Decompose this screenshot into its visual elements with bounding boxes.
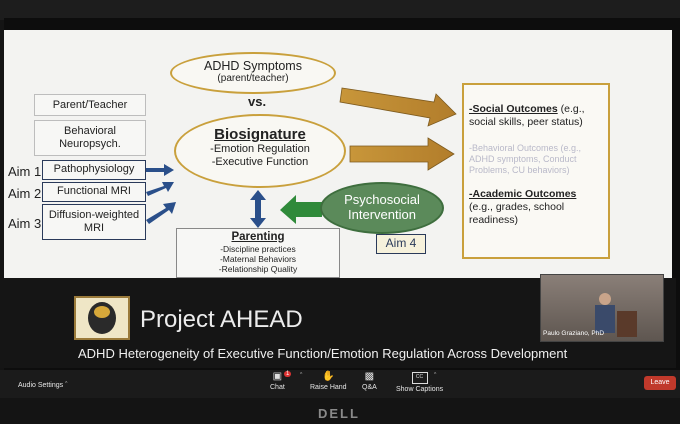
symptoms-title: ADHD Symptoms (204, 59, 302, 73)
vs-label: vs. (248, 94, 267, 109)
chat-badge: 1 (284, 371, 292, 377)
aim1-label: Aim 1 (8, 164, 42, 179)
dell-logo: DELL (318, 406, 360, 421)
parenting-box: Parenting -Discipline practices -Materna… (176, 228, 340, 278)
behavioral-outcomes-line2: ADHD symptoms, Conduct (469, 154, 577, 164)
chevron-up-icon[interactable]: ˆ (65, 382, 68, 389)
intervention-line2: Intervention (348, 207, 416, 222)
raise-hand-button[interactable]: ✋ Raise Hand (310, 371, 347, 392)
intervention-oval: Psychosocial Intervention (320, 182, 444, 234)
chevron-up-icon: ˆ (434, 373, 437, 380)
parent-teacher-box: Parent/Teacher (34, 94, 146, 116)
chat-options-chevron[interactable]: ˆ (300, 373, 302, 380)
arrow-aim3 (146, 202, 176, 224)
behavioral-outcomes: -Behavioral Outcomes (e.g., ADHD symptom… (469, 143, 603, 176)
shared-slide: ADHD Symptoms (parent/teacher) vs. Biosi… (4, 30, 672, 278)
parenting-title: Parenting (231, 231, 285, 243)
speaker-name: Paulo Graziano, PhD (543, 330, 605, 337)
slide-arrows (146, 87, 457, 228)
academic-outcomes-title: -Academic Outcomes (469, 188, 577, 200)
hand-icon: ✋ (322, 371, 335, 382)
academic-outcomes: -Academic Outcomes (e.g., grades, school… (469, 188, 603, 227)
behavioral-outcomes-line1: -Behavioral Outcomes (e.g., (469, 143, 582, 153)
arrow-biosig-to-outcomes (349, 137, 455, 171)
intervention-line1: Psychosocial (344, 192, 420, 207)
meeting-toolbar (0, 370, 680, 398)
parenting-item: -Discipline practices (220, 244, 296, 254)
biosignature-oval: Biosignature -Emotion Regulation -Execut… (174, 114, 346, 188)
project-subtitle: ADHD Heterogeneity of Executive Function… (78, 346, 568, 361)
chat-icon: ▣ (272, 371, 283, 382)
academic-outcomes-detail: (e.g., grades, school readiness) (469, 201, 565, 226)
podium (617, 311, 637, 337)
show-captions-button[interactable]: CC Show Captions (396, 372, 443, 393)
speaker-video[interactable]: Paulo Graziano, PhD (540, 274, 664, 342)
functional-mri-box: Functional MRI (42, 182, 146, 202)
arrow-symptoms-to-social (339, 87, 457, 127)
parenting-item: -Relationship Quality (218, 264, 298, 274)
audio-settings-label: Audio Settings (18, 382, 64, 389)
diffusion-line2: MRI (83, 222, 105, 234)
arrow-aim2 (146, 182, 174, 196)
raise-hand-label: Raise Hand (310, 384, 347, 391)
qa-label: Q&A (362, 384, 377, 391)
social-outcomes-detail: (e.g., social skills, peer status) (469, 103, 585, 128)
outcomes-box: -Social Outcomes (e.g., social skills, p… (462, 83, 610, 259)
qa-button[interactable]: ▩ Q&A (362, 371, 377, 392)
project-title: Project AHEAD (140, 306, 303, 333)
diffusion-line1: Diffusion-weighted (48, 209, 140, 221)
cc-icon: CC (411, 372, 428, 384)
parenting-item: -Maternal Behaviors (219, 254, 297, 264)
pathophysiology-box: Pathophysiology (42, 160, 146, 180)
speaker-body (595, 305, 615, 333)
qa-icon: ▩ (364, 371, 375, 382)
monitor-bezel (0, 0, 680, 20)
symptoms-oval: ADHD Symptoms (parent/teacher) (170, 52, 336, 94)
aim2-label: Aim 2 (8, 186, 42, 201)
aim4-badge: Aim 4 (376, 234, 426, 254)
chat-button[interactable]: ▣ 1 Chat (270, 371, 292, 391)
symptoms-subtitle: (parent/teacher) (217, 73, 289, 84)
leave-button[interactable]: Leave (644, 376, 676, 390)
behavioral-line2: Neuropsych. (59, 138, 121, 150)
diffusion-mri-box: Diffusion-weighted MRI (42, 204, 146, 240)
chat-label: Chat (270, 384, 285, 391)
social-outcomes: -Social Outcomes (e.g., social skills, p… (469, 103, 603, 129)
project-logo (74, 296, 130, 340)
biosignature-line2: -Executive Function (211, 156, 309, 168)
arrow-intervention (280, 195, 322, 224)
behavioral-neuropsych-box: Behavioral Neuropsych. (34, 120, 146, 156)
arrow-aim1 (146, 164, 174, 176)
show-captions-label: Show Captions (396, 386, 444, 393)
captions-options-chevron[interactable]: ˆ (434, 373, 436, 380)
biosignature-line1: -Emotion Regulation (210, 143, 310, 155)
chevron-up-icon: ˆ (300, 373, 303, 380)
aim3-label: Aim 3 (8, 216, 42, 231)
biosignature-title: Biosignature (214, 126, 306, 143)
head-silhouette-icon (88, 302, 116, 334)
arrow-biosig-parenting (250, 190, 266, 228)
speaker-head (599, 293, 611, 305)
audio-settings-button[interactable]: Audio Settings ˆ (18, 382, 67, 389)
social-outcomes-title: -Social Outcomes (469, 103, 558, 115)
behavioral-outcomes-line3: Problems, CU behaviors) (469, 165, 570, 175)
behavioral-line1: Behavioral (64, 125, 116, 137)
